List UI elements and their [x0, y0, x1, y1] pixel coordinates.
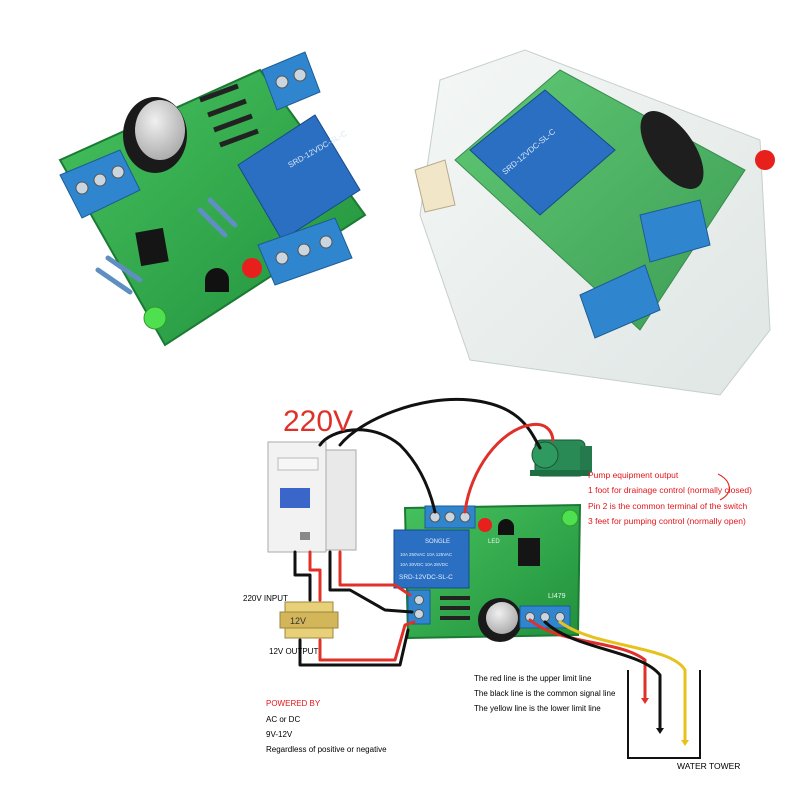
resistors-left	[95, 197, 238, 295]
probe-yellow-desc: The yellow line is the lower limit line	[474, 704, 601, 713]
probe-black-desc: The black line is the common signal line	[474, 689, 616, 698]
water-tower	[627, 670, 701, 759]
wire-black-breaker-terminal	[318, 428, 437, 514]
wire-probe-black	[543, 620, 662, 730]
transformer-input-label: 220V INPUT	[243, 594, 288, 603]
wiring-diagram: 12V 1 2 3 SONGLE 10A 250VAC 10A 125VAC 1…	[267, 397, 730, 759]
wire-breaker-transformer-2	[308, 550, 322, 602]
capacitor-left	[123, 97, 187, 173]
wire-breaker-board-red	[338, 550, 412, 597]
power-polarity-note: Regardless of positive or negative	[266, 745, 387, 754]
capacitor-bagged	[640, 111, 704, 189]
terminal-bagged-2	[579, 264, 661, 339]
relay-model: SRD-12VDC-SL-C	[399, 574, 453, 581]
water-tower-label: WATER TOWER	[677, 761, 741, 771]
relay-rating-1: 10A 250VAC 10A 125VAC	[400, 552, 453, 557]
pump-pin3-text: 3 feet for pumping control (normally ope…	[588, 516, 746, 526]
transformer: 12V	[279, 601, 339, 639]
pump-output-title: Pump equipment output	[588, 470, 679, 480]
tag-bagged	[414, 159, 456, 213]
relay-diagram	[393, 529, 470, 589]
transformer-output-label: 12V OUTPUT	[269, 647, 319, 656]
wire-breaker-transformer-1	[293, 550, 312, 602]
ic-chip-diagram	[518, 538, 540, 566]
relay-bagged	[469, 89, 616, 216]
transformer-marking: 12V	[290, 616, 306, 626]
terminal-power	[407, 589, 431, 625]
relay-rating-2: 10A 30VDC 10A 28VDC	[400, 562, 449, 567]
transistor-diagram	[498, 519, 514, 535]
relay-brand: SONGLE	[425, 539, 450, 545]
transistor-left	[205, 268, 229, 292]
pump-pin2-text: Pin 2 is the common terminal of the swit…	[588, 501, 748, 511]
green-led-left	[143, 306, 167, 330]
terminal-block-top	[261, 51, 321, 111]
probe-red-desc: The red line is the upper limit line	[474, 674, 592, 683]
voltage-title: 220V	[283, 405, 354, 438]
probe-tip-yellow	[681, 740, 689, 746]
pump-pin1-text: 1 foot for drainage control (normally cl…	[588, 485, 752, 495]
pump-motor	[530, 439, 592, 477]
diodes-left	[199, 83, 259, 148]
wire-12v-red	[318, 620, 416, 662]
terminal-block-right	[257, 217, 353, 286]
ic-chip-left	[135, 227, 169, 267]
board-photo-bagged: SRD-12VDC-SL-C	[414, 49, 775, 396]
probe-tip-red	[641, 698, 649, 704]
circuit-breaker	[267, 441, 357, 553]
wire-probe-yellow	[558, 620, 687, 742]
power-voltage-range: 9V-12V	[266, 730, 293, 739]
wire-black-breaker-pump	[338, 397, 542, 450]
terminal-block-left	[59, 149, 141, 219]
board-photo-left: SRD-12VDC-SL-C	[58, 51, 367, 347]
powered-by-title: POWERED BY	[266, 699, 321, 708]
wire-breaker-board-black	[328, 550, 414, 614]
pcb-label: LI479	[548, 593, 566, 600]
wires	[293, 397, 687, 742]
terminal-bagged-1	[639, 199, 711, 263]
annotation-curve	[717, 473, 730, 501]
probe-tip-black	[656, 728, 664, 734]
pcb-diagram: 1 2 3 SONGLE 10A 250VAC 10A 125VAC 10A 3…	[393, 503, 582, 642]
led-label: LED	[488, 539, 500, 545]
wire-12v-black	[298, 628, 410, 667]
wire-red-terminal-pump	[463, 422, 555, 514]
red-led-diagram	[478, 518, 492, 532]
green-led-diagram	[561, 509, 579, 527]
relay-left: SRD-12VDC-SL-C	[237, 114, 361, 241]
red-led-left	[242, 258, 262, 278]
power-acdc: AC or DC	[266, 715, 301, 724]
red-led-bagged	[755, 150, 775, 170]
wire-probe-red	[528, 618, 647, 700]
